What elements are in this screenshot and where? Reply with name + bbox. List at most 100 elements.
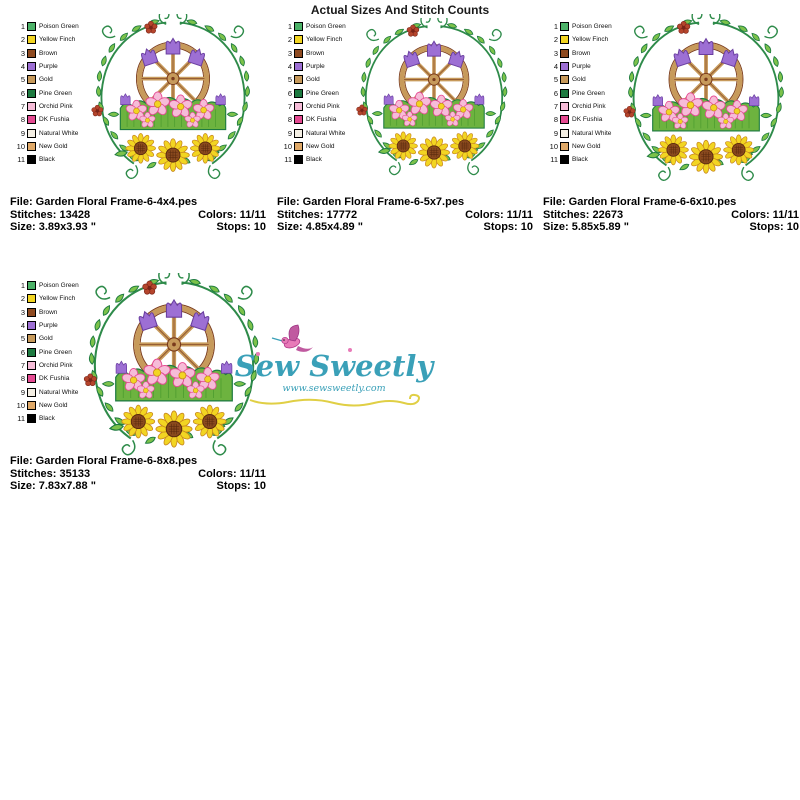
color-legend-row: 1 Poison Green [14,20,79,33]
color-swatch [294,101,303,111]
color-swatch [560,75,569,85]
color-count: Colors: 11/11 [465,208,533,221]
stitch-count: Stitches: 13428 [10,208,91,221]
color-legend-row: 6 Pine Green [281,86,346,99]
color-legend-row: 7 Orchid Pink [547,100,612,113]
design-size: Size: 4.85x4.89 " [277,221,363,233]
color-swatch [27,360,36,370]
color-name: Orchid Pink [306,102,340,110]
color-number: 5 [553,75,558,85]
color-number: 1 [20,22,25,32]
color-number: 5 [20,75,25,85]
design-info: File: Garden Floral Frame-6-6x10.pes Sti… [543,196,799,234]
color-number: 4 [20,62,25,72]
color-name: Purple [572,63,591,71]
color-swatch [27,115,36,125]
logo-accent-dot [348,348,352,352]
color-number: 10 [283,141,292,151]
color-number: 10 [16,141,25,151]
color-name: Black [39,156,55,164]
color-name: DK Fushia [306,116,337,124]
color-number: 2 [287,35,292,45]
color-name: Brown [39,308,58,316]
color-swatch [27,128,36,138]
design-size: Size: 5.85x5.89 " [543,221,629,233]
color-swatch [27,141,36,151]
brand-logo: Sew Sweetly www.sewsweetly.com [228,320,440,412]
color-swatch [294,155,303,165]
color-swatch [27,75,36,85]
color-number: 6 [20,88,25,98]
color-swatch [294,22,303,32]
color-name: Pine Green [39,348,72,356]
color-swatch [560,128,569,138]
color-number: 1 [553,22,558,32]
color-name: New Gold [39,401,68,409]
color-name: Yellow Finch [39,295,76,303]
color-number: 6 [287,88,292,98]
stop-count: Stops: 10 [483,221,533,233]
color-swatch [27,347,36,357]
color-number: 4 [287,62,292,72]
color-name: Pine Green [306,89,339,97]
color-swatch [27,48,36,58]
color-number: 7 [20,101,25,111]
color-number: 2 [20,294,25,304]
color-swatch [560,48,569,58]
color-number: 3 [20,48,25,58]
color-number: 9 [20,128,25,138]
color-swatch [27,294,36,304]
color-name: Black [306,156,322,164]
color-swatch [294,75,303,85]
color-number: 11 [550,155,558,165]
color-number: 2 [553,35,558,45]
color-name: Black [572,156,588,164]
color-number: 1 [20,281,25,291]
color-swatch [560,155,569,165]
color-number: 5 [20,334,25,344]
color-number: 7 [20,360,25,370]
color-swatch [27,321,36,331]
logo-accent-dot [256,352,260,356]
color-name: Yellow Finch [306,36,343,44]
stop-count: Stops: 10 [216,221,266,233]
color-number: 8 [20,374,25,384]
color-legend-row: 2 Yellow Finch [14,292,79,305]
color-swatch [560,62,569,72]
color-swatch [560,141,569,151]
color-name: Orchid Pink [572,102,606,110]
color-name: Poison Green [39,23,79,31]
color-name: Natural White [39,129,79,137]
color-swatch [294,128,303,138]
color-name: Gold [306,76,320,84]
color-name: DK Fushia [39,116,70,124]
color-number: 7 [553,101,558,111]
color-swatch [27,62,36,72]
embroidery-design-preview [620,14,792,186]
